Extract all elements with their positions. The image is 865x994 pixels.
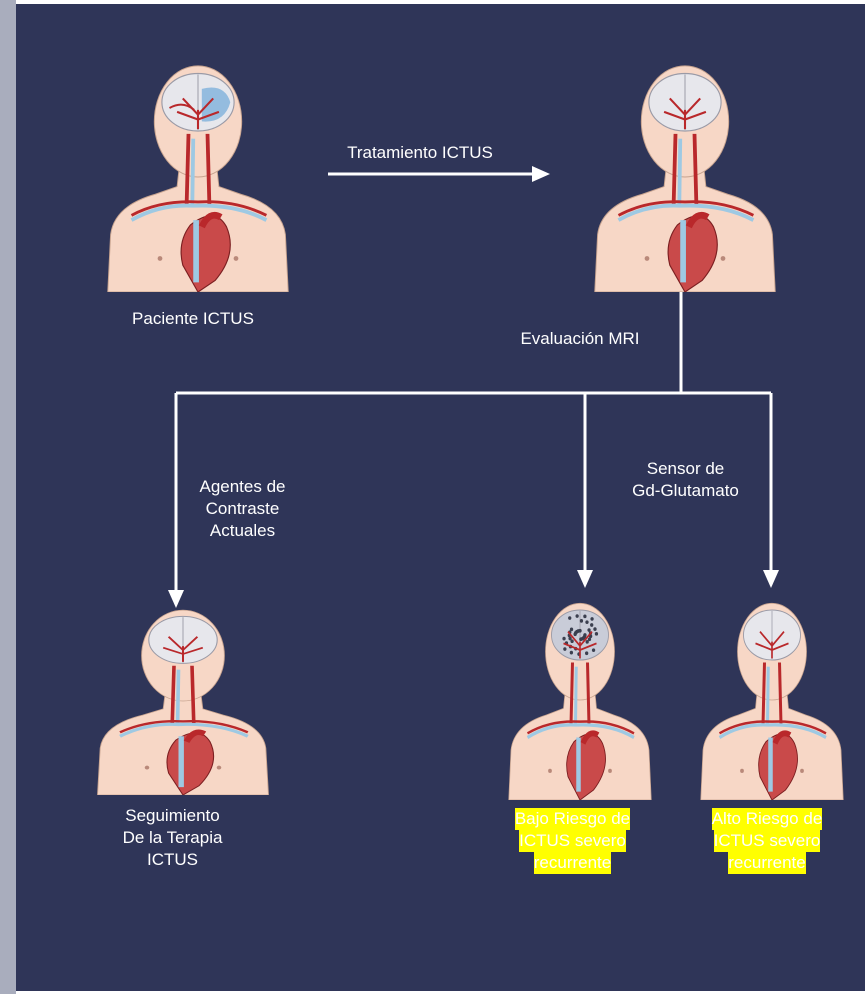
jugular-vein [576,667,577,725]
followup-label: Seguimiento De la Terapia ICTUS [90,805,255,871]
high-risk-line: Alto Riesgo de [712,808,823,830]
followup-line: ICTUS [90,849,255,871]
contrast-dot [570,651,573,655]
followup-arrowhead [168,590,184,608]
treatment-label: Tratamiento ICTUS [325,142,515,164]
high-risk-arrowhead [763,570,779,588]
patient-figure [103,62,293,292]
contrast-dot [595,632,598,636]
contrast-dot [586,640,589,644]
nipple-right [234,256,239,261]
contrast-dot [578,629,581,633]
contrast-dot [562,637,565,641]
low-risk-arrowhead [577,570,593,588]
low-risk-line: recurrente [534,852,611,874]
jugular-vein [679,139,680,206]
nipple-left [740,769,744,773]
contrast-dot [568,616,571,620]
treatment-arrowhead [532,166,550,182]
followup-line: De la Terapia [90,827,255,849]
contrast-dot [583,615,586,619]
current-agents-label: Agentes de Contraste Actuales [180,476,305,542]
high-risk-patient-figure [697,600,847,800]
sensor-label: Sensor de Gd-Glutamato [618,458,753,502]
current-agents-line: Agentes de [180,476,305,498]
contrast-dot [590,617,593,621]
contrast-dot [570,628,573,632]
jugular-vein [192,139,193,206]
contrast-dot [593,627,596,631]
nipple-left [645,256,650,261]
contrast-dot [568,637,571,641]
followup-line: Seguimiento [90,805,255,827]
current-agents-line: Contraste [180,498,305,520]
high-risk-label: Alto Riesgo de ICTUS severo recurrente [702,808,832,874]
mri-label: Evaluación MRI [500,328,660,350]
contrast-dot [579,637,582,641]
contrast-dot [580,619,583,623]
jugular-vein [768,667,769,725]
contrast-dot [563,647,566,651]
sensor-line: Sensor de [618,458,753,480]
contrast-dot [585,651,588,655]
contrast-dot [575,614,578,618]
nipple-left [548,769,552,773]
contrast-dot [592,648,595,652]
jugular-vein [178,670,179,725]
nipple-left [145,766,150,770]
current-agents-line: Actuales [180,520,305,542]
nipple-right [721,256,726,261]
treated-patient-figure [590,62,780,292]
nipple-right [800,769,804,773]
high-risk-line: recurrente [728,852,805,874]
nipple-right [217,766,222,770]
nipple-left [158,256,163,261]
high-risk-line: ICTUS severo [714,830,821,852]
contrast-dot [585,620,588,624]
low-risk-line: Bajo Riesgo de [515,808,630,830]
low-risk-line: ICTUS severo [519,830,626,852]
followup-patient-figure [93,607,273,795]
low-risk-label: Bajo Riesgo de ICTUS severo recurrente [505,808,640,874]
nipple-right [608,769,612,773]
low-risk-patient-figure [505,600,655,800]
patient-label: Paciente ICTUS [118,308,268,330]
sensor-line: Gd-Glutamato [618,480,753,502]
contrast-dot [590,623,593,627]
